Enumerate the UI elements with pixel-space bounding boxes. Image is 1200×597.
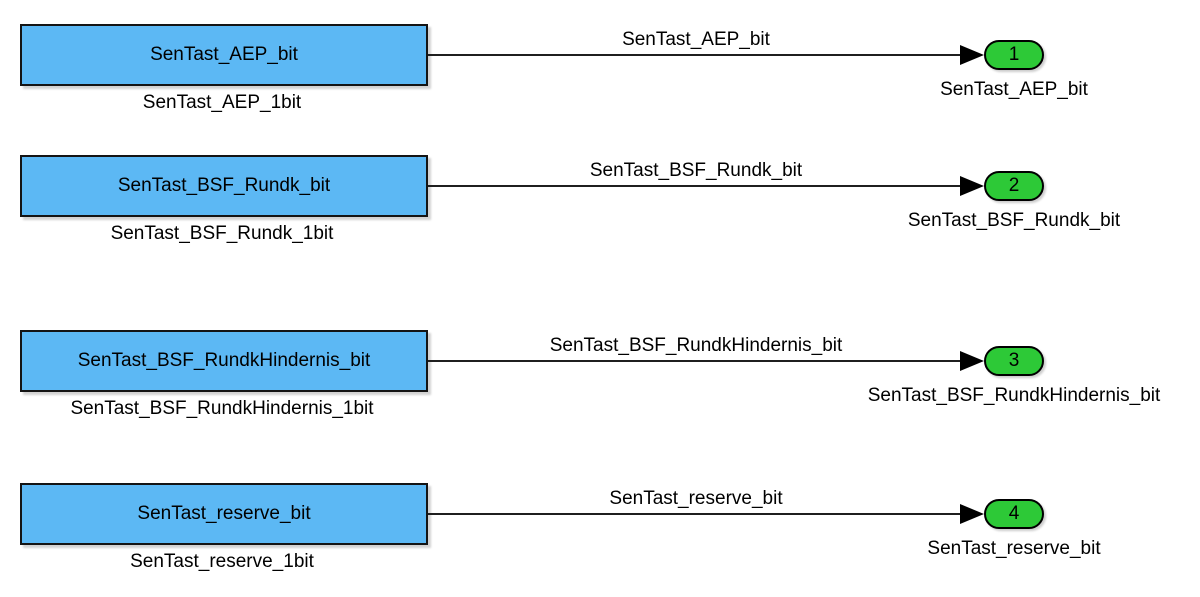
outport-number: 2 [1008, 175, 1020, 196]
outport-block-4[interactable]: 4 [984, 499, 1044, 529]
outport-block-1[interactable]: 1 [984, 40, 1044, 70]
signal-name-label[interactable]: SenTast_BSF_RundkHindernis_bit [549, 335, 843, 356]
block-name-label[interactable]: SenTast_reserve_1bit [130, 551, 314, 572]
wire-arrowhead-icon [960, 176, 984, 196]
source-block-sentast-reserve[interactable]: SenTast_reserve_bit [20, 483, 428, 545]
signal-wire[interactable] [428, 513, 962, 515]
wire-arrowhead-icon [960, 504, 984, 524]
block-name-label[interactable]: SenTast_BSF_RundkHindernis_1bit [70, 398, 374, 419]
signal-wire[interactable] [428, 360, 962, 362]
source-block-sentast-aep[interactable]: SenTast_AEP_bit [20, 24, 428, 86]
source-block-label: SenTast_AEP_bit [150, 44, 298, 65]
signal-name-label[interactable]: SenTast_BSF_Rundk_bit [589, 160, 803, 181]
source-block-label: SenTast_BSF_RundkHindernis_bit [77, 350, 371, 371]
signal-wire[interactable] [428, 185, 962, 187]
outport-name-label[interactable]: SenTast_BSF_RundkHindernis_bit [867, 385, 1161, 406]
outport-number: 1 [1008, 44, 1020, 65]
source-block-label: SenTast_BSF_Rundk_bit [117, 175, 331, 196]
source-block-sentast-bsf-rundk[interactable]: SenTast_BSF_Rundk_bit [20, 155, 428, 217]
source-block-label: SenTast_reserve_bit [137, 503, 311, 524]
block-name-label[interactable]: SenTast_AEP_1bit [142, 92, 302, 113]
outport-number: 4 [1008, 503, 1020, 524]
outport-block-2[interactable]: 2 [984, 171, 1044, 201]
outport-name-label[interactable]: SenTast_AEP_bit [940, 79, 1088, 100]
signal-name-label[interactable]: SenTast_AEP_bit [622, 29, 770, 50]
source-block-sentast-bsf-rundkhindernis[interactable]: SenTast_BSF_RundkHindernis_bit [20, 330, 428, 392]
outport-block-3[interactable]: 3 [984, 346, 1044, 376]
signal-name-label[interactable]: SenTast_reserve_bit [609, 488, 783, 509]
outport-name-label[interactable]: SenTast_BSF_Rundk_bit [907, 210, 1121, 231]
signal-wire[interactable] [428, 54, 962, 56]
wire-arrowhead-icon [960, 45, 984, 65]
outport-name-label[interactable]: SenTast_reserve_bit [927, 538, 1101, 559]
outport-number: 3 [1008, 350, 1020, 371]
wire-arrowhead-icon [960, 351, 984, 371]
block-name-label[interactable]: SenTast_BSF_Rundk_1bit [110, 223, 334, 244]
